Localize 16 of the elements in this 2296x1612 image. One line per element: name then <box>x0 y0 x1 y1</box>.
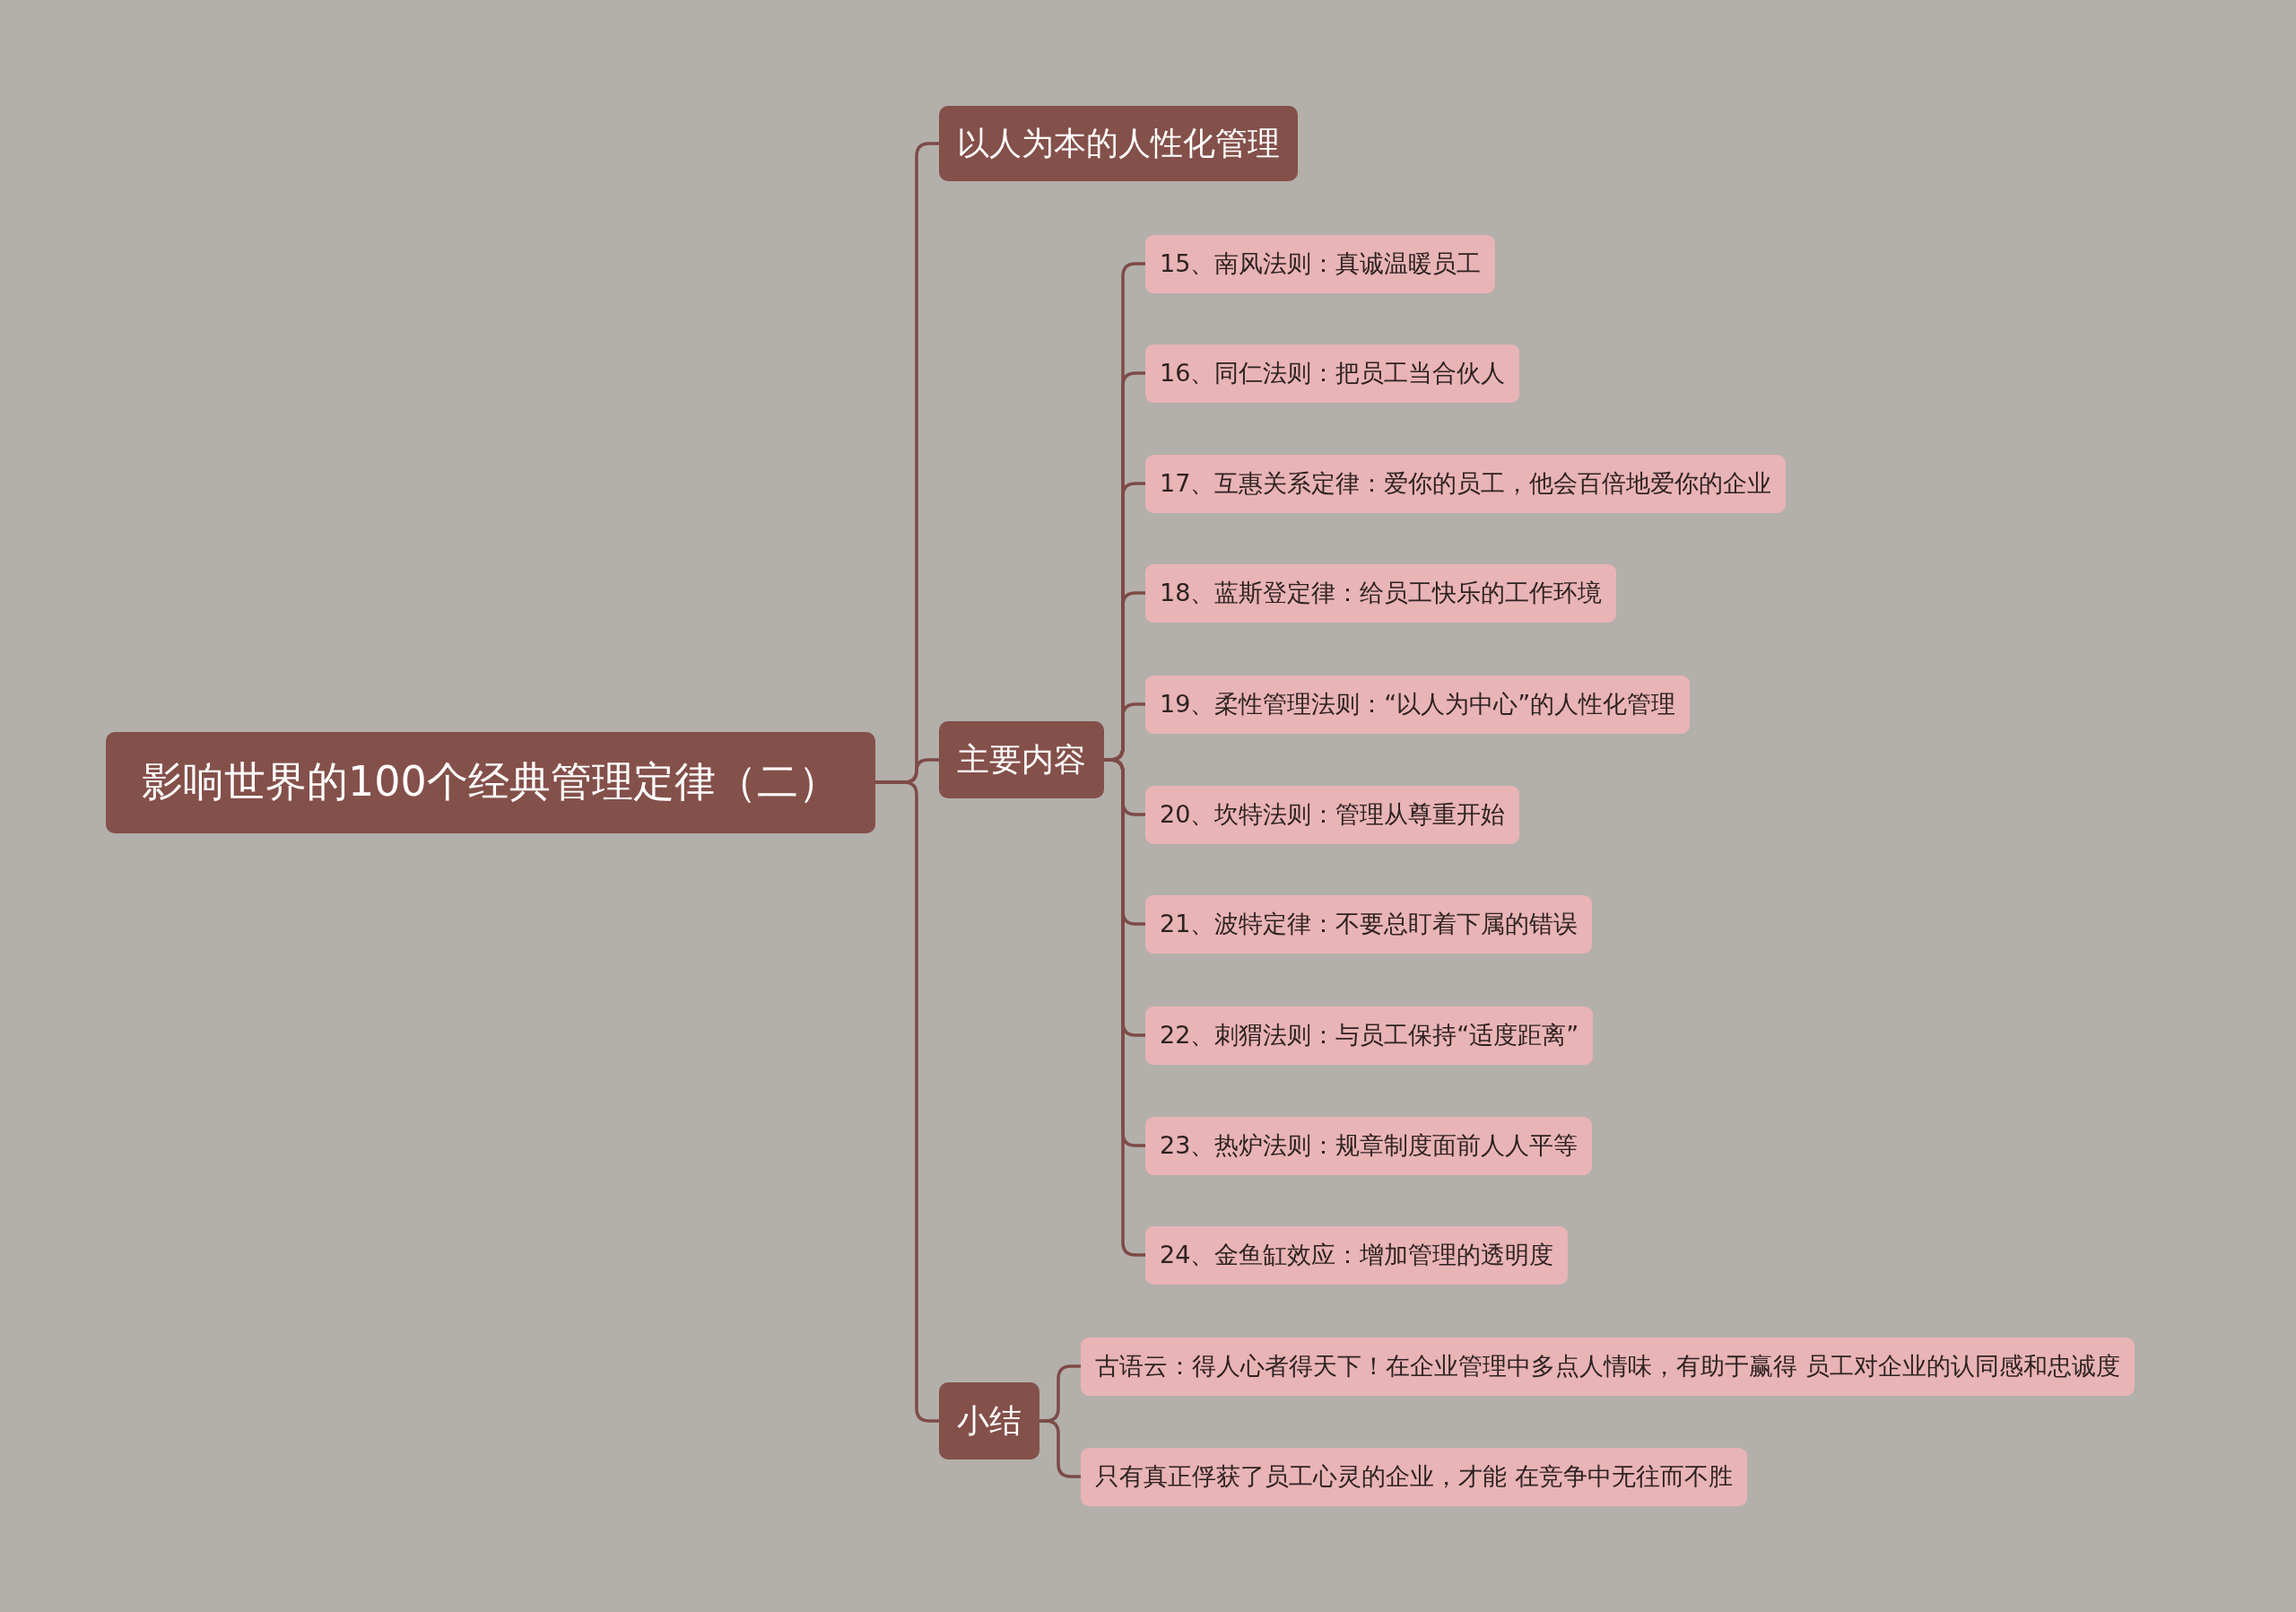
branch-topic-box: 以人为本的人性化管理 <box>939 106 1298 181</box>
subtopic-box: 15、南风法则：真诚温暖员工 <box>1145 234 1496 293</box>
subtopic-box: 19、柔性管理法则：“以人为中心”的人性化管理 <box>1145 675 1691 734</box>
subtopic-box: 17、互惠关系定律：爱你的员工，他会百倍地爱你的企业 <box>1145 454 1787 513</box>
subtopic-box: 18、蓝斯登定律：给员工快乐的工作环境 <box>1145 563 1617 623</box>
subtopic-box: 20、坎特法则：管理从尊重开始 <box>1145 785 1520 844</box>
subtopic-box: 21、波特定律：不要总盯着下属的错误 <box>1145 894 1593 954</box>
subtopic-box: 只有真正俘获了员工心灵的企业，才能 在竞争中无往而不胜 <box>1081 1447 1747 1506</box>
subtopic-box: 23、热炉法则：规章制度面前人人平等 <box>1145 1116 1593 1175</box>
subtopic-box: 16、同仁法则：把员工当合伙人 <box>1145 344 1520 403</box>
subtopic-box: 古语云：得人心者得天下！在企业管理中多点人情味，有助于赢得 员工对企业的认同感和忠诚度 <box>1081 1337 2135 1396</box>
branch-topic-box: 小结 <box>939 1382 1039 1460</box>
root-topic-box: 影响世界的100个经典管理定律（二） <box>106 731 875 833</box>
branch-topic-box: 主要内容 <box>939 721 1104 798</box>
subtopic-box: 24、金鱼缸效应：增加管理的透明度 <box>1145 1225 1569 1285</box>
subtopic-box: 22、刺猬法则：与员工保持“适度距离” <box>1145 1006 1594 1065</box>
